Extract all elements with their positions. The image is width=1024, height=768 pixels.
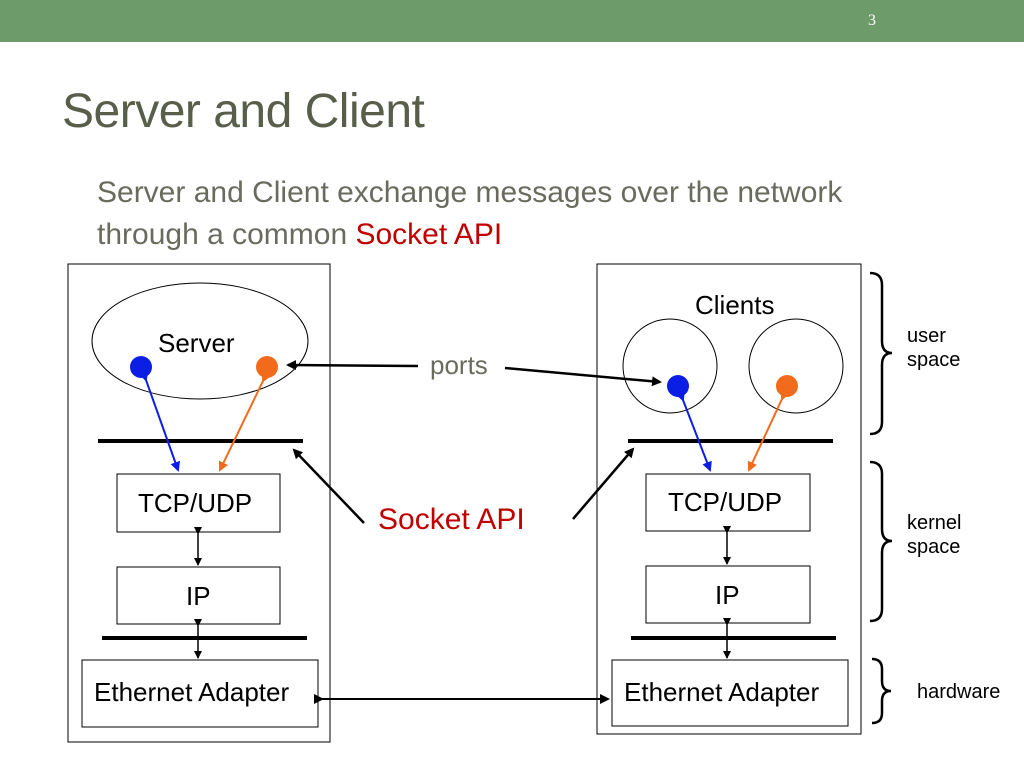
clients-label: Clients	[695, 290, 775, 320]
server-ip-box	[116, 566, 281, 625]
client-tcp-udp-label: TCP/UDP	[668, 487, 783, 517]
user-space-brace	[869, 271, 893, 436]
server-ip-label: IP	[186, 581, 211, 611]
user-space-label: user space	[907, 324, 960, 372]
server-orange-arrow	[218, 371, 271, 472]
kernel-space-line-2: space	[907, 536, 961, 558]
ports-arrow-right	[504, 366, 662, 387]
client-process-circle-2	[748, 318, 844, 414]
client-orange-arrow	[747, 389, 790, 472]
slide-subtitle: Server and Client exchange messages over…	[97, 172, 897, 256]
user-space-line-1: user	[907, 325, 946, 347]
socket-api-arrow-left	[292, 448, 365, 524]
server-host-box	[67, 263, 331, 743]
hardware-label: hardware	[917, 681, 1001, 703]
client-blue-port	[667, 375, 689, 397]
client-ethernet-label: Ethernet Adapter	[624, 677, 820, 707]
kernel-space-line-1: kernel	[907, 512, 962, 534]
server-blue-port	[130, 356, 152, 378]
client-host-box	[596, 263, 862, 735]
client-tcp-udp-box	[645, 473, 811, 532]
server-label: Server	[158, 328, 235, 358]
client-process-circle-1	[622, 318, 718, 414]
server-ethernet-label: Ethernet Adapter	[94, 677, 290, 707]
subtitle-text: Server and Client exchange messages over…	[97, 176, 843, 251]
user-space-line-2: space	[907, 349, 961, 371]
server-orange-port	[256, 356, 278, 378]
server-tcp-udp-box	[116, 473, 281, 533]
kernel-space-label: kernel space	[907, 511, 961, 559]
server-blue-arrow	[138, 370, 181, 472]
client-ethernet-box	[611, 659, 849, 727]
client-blue-arrow	[675, 390, 712, 472]
subtitle-highlight: Socket API	[355, 218, 503, 251]
server-process-ellipse	[91, 282, 309, 400]
server-ethernet-box	[81, 659, 319, 728]
client-ip-label: IP	[715, 580, 740, 610]
ports-label: ports	[430, 350, 488, 380]
client-orange-port	[776, 375, 798, 397]
slide-number: 3	[868, 12, 876, 29]
hardware-brace	[871, 657, 892, 725]
kernel-space-brace	[869, 460, 893, 623]
slide-title: Server and Client	[62, 85, 425, 138]
ports-arrow-left	[286, 360, 419, 371]
server-tcp-udp-label: TCP/UDP	[138, 488, 253, 518]
socket-api-label: Socket API	[378, 503, 525, 536]
top-accent-bar: 3	[0, 0, 1024, 42]
socket-api-arrow-right	[572, 447, 635, 520]
